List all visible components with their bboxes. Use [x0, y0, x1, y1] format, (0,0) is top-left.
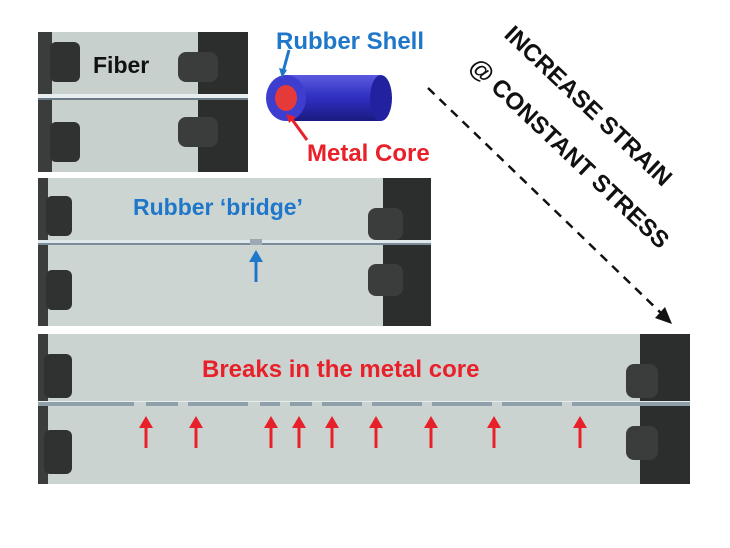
- rubber-bridge-photo-panel: Rubber ‘bridge’: [38, 178, 431, 326]
- break-arrow-icon: [139, 416, 153, 448]
- metal-core-label: Metal Core: [307, 140, 430, 167]
- break-arrow-icon: [325, 416, 339, 448]
- rubber-bridge-label: Rubber ‘bridge’: [133, 194, 303, 220]
- break-arrow-icon: [292, 416, 306, 448]
- metal-core-circle: [275, 85, 297, 111]
- fiber-photo-panel: Fiber: [38, 32, 248, 172]
- shell-pointer-arrow: [281, 49, 291, 73]
- break-arrow-icon: [369, 416, 383, 448]
- broken-wire: [38, 401, 690, 406]
- break-arrow-icon: [189, 416, 203, 448]
- core-pointer-arrow: [289, 117, 309, 141]
- cylinder-end: [370, 75, 392, 121]
- bridge-arrow-icon: [249, 250, 263, 282]
- break-arrow-icon: [487, 416, 501, 448]
- fiber-schematic: [266, 49, 392, 141]
- rubber-shell-label: Rubber Shell: [276, 28, 425, 55]
- break-arrow-icon: [573, 416, 587, 448]
- fiber-label: Fiber: [93, 52, 150, 78]
- breaks-photo: [38, 334, 690, 484]
- rubber-bridge-photo: [38, 178, 431, 326]
- break-arrow-icon: [424, 416, 438, 448]
- breaks-photo-panel: Breaks in the metal core: [38, 334, 690, 484]
- breaks-label: Breaks in the metal core: [202, 356, 480, 383]
- fiber-photo: [38, 32, 248, 172]
- break-arrow-icon: [264, 416, 278, 448]
